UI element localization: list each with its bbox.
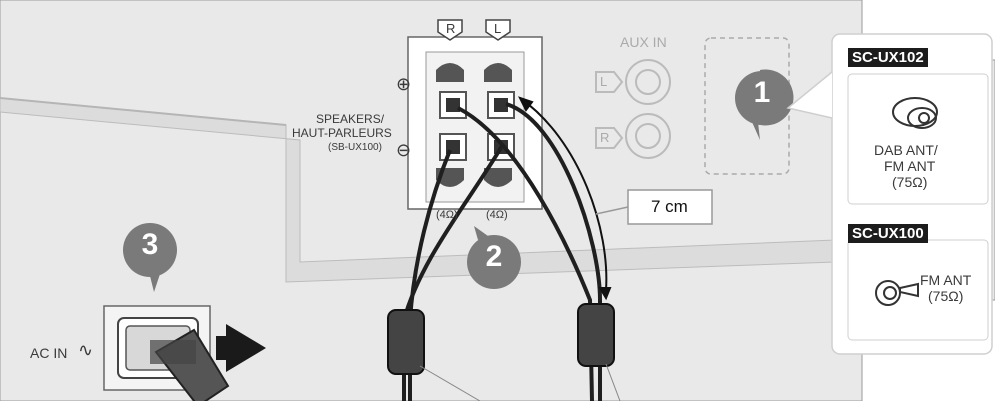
ac-symbol: ∿ (78, 340, 94, 360)
cable-length-text: 7 cm (651, 197, 688, 216)
aux-in-label: AUX IN (620, 34, 667, 50)
minus-symbol: ⊖ (396, 140, 412, 160)
antenna-area (704, 37, 790, 175)
model-1-ant-line1: DAB ANT/ (874, 142, 938, 158)
insert-arrow (216, 324, 266, 372)
terminal-r-label: R (446, 21, 456, 36)
model-2-ant-line1: FM ANT (920, 272, 972, 288)
plus-symbol: ⊕ (396, 74, 412, 94)
speaker-cables (402, 102, 602, 401)
length-arrow (518, 96, 612, 301)
model-tag-ux102: SC-UX102 (848, 48, 928, 67)
model-1-ant-line2: FM ANT (884, 158, 936, 174)
aux-in-jacks (595, 59, 671, 159)
impedance-right: (4Ω) (486, 209, 508, 221)
fm-antenna-connector (875, 280, 919, 306)
ac-in-label: AC IN (30, 345, 68, 361)
dab-antenna-connector (892, 97, 938, 129)
ferrite-cores (387, 303, 615, 375)
speakers-label-line1: SPEAKERS/ (316, 112, 385, 126)
step-badge-3: 3 (123, 223, 177, 277)
step-3-number: 3 (141, 228, 159, 261)
impedance-left: (4Ω) (436, 209, 458, 221)
model-2-ant-line2: (75Ω) (928, 288, 964, 304)
terminal-levers (436, 63, 512, 187)
step-badge-2: 2 (467, 235, 521, 289)
speakers-label-line2: HAUT-PARLEURS (292, 126, 392, 140)
terminal-l-flag (485, 19, 511, 41)
terminal-l-label: L (494, 21, 502, 36)
model-tag-ux100: SC-UX100 (848, 224, 928, 243)
speakers-label-line3: (SB-UX100) (328, 142, 382, 153)
terminal-r-flag (437, 19, 463, 41)
aux-l-label: L (600, 74, 608, 89)
aux-r-label: R (600, 130, 610, 145)
step-1-number: 1 (753, 76, 771, 109)
model-1-ant-line3: (75Ω) (892, 174, 928, 190)
step-2-number: 2 (485, 240, 503, 273)
step-badge-1: 1 (735, 71, 789, 125)
